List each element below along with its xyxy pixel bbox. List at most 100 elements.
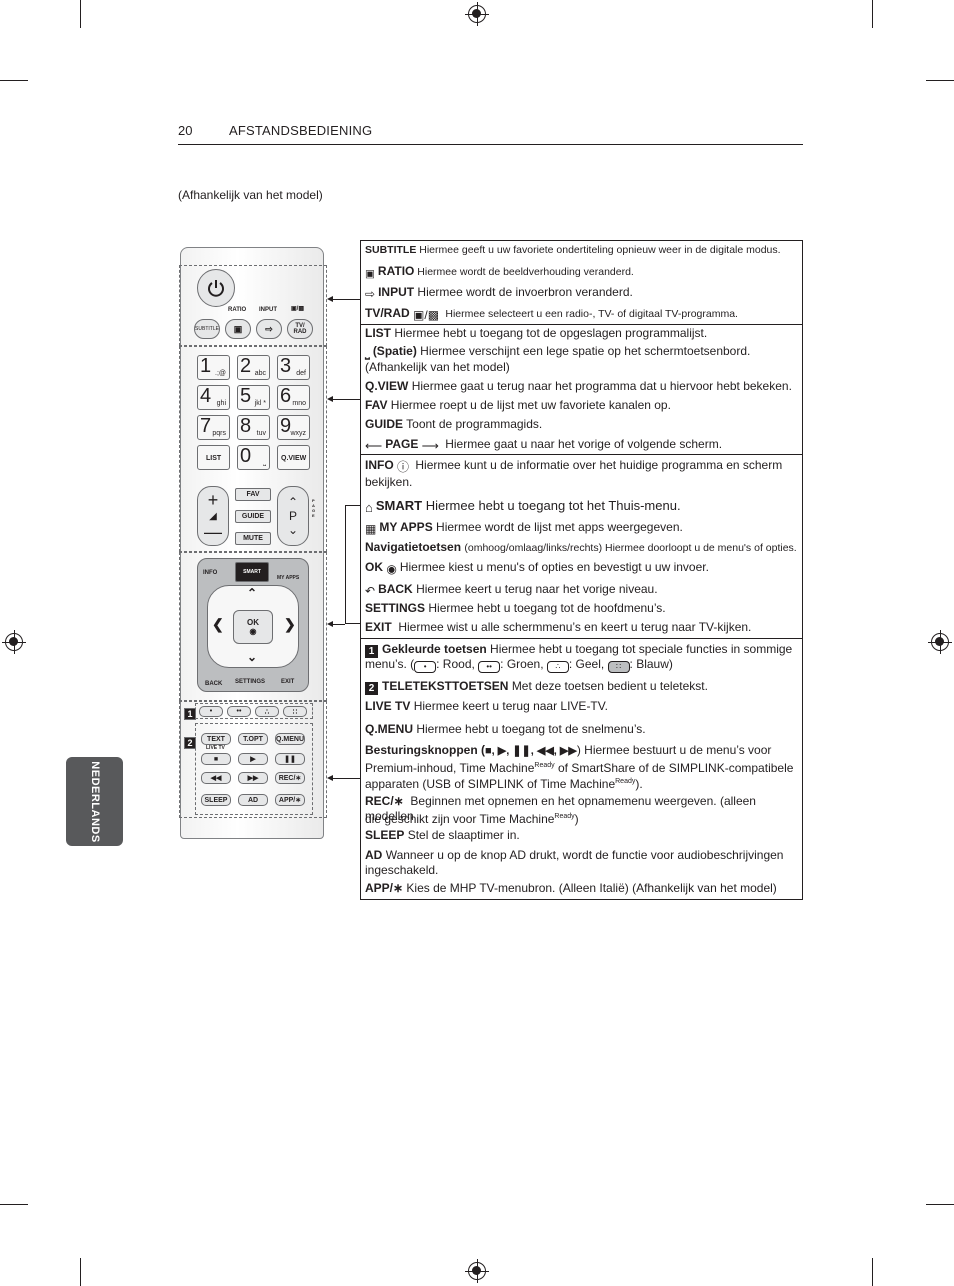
smart-label: SMART	[243, 569, 261, 575]
ratio-button[interactable]: ▣	[225, 319, 251, 339]
exit-button[interactable]: EXIT	[281, 679, 295, 685]
qmenu-button[interactable]: Q.MENU	[275, 733, 305, 745]
callout-zone-3	[179, 552, 327, 701]
table-row: ⌂SMART Hiermee hebt u toegang tot het Th…	[365, 498, 681, 515]
rewind-button[interactable]: ◀◀	[201, 772, 231, 784]
ratio-label: RATIO	[228, 307, 247, 313]
table-section-2: LIST Hiermee hebt u toegang tot de opges…	[361, 325, 802, 455]
myapps-button[interactable]: MY APPS	[277, 575, 300, 581]
page-number: 20	[178, 123, 193, 138]
table-row: ▣RATIO Hiermee wordt de beeldverhouding …	[365, 264, 634, 280]
rec-button[interactable]: REC/∗	[275, 772, 305, 784]
registration-mark-icon	[465, 2, 489, 26]
settings-button[interactable]: SETTINGS	[235, 679, 266, 685]
program-rocker[interactable]: ⌃P⌄	[277, 486, 309, 546]
volume-rocker[interactable]: +◢—	[197, 486, 229, 546]
green-key[interactable]: ••	[227, 706, 251, 717]
registration-mark-icon	[928, 630, 952, 654]
callout-zone-4	[179, 701, 327, 818]
qview-button[interactable]: Q.VIEW	[277, 445, 310, 470]
arrow-up-icon[interactable]: ⌃	[247, 586, 258, 600]
space-icon: ⎵	[365, 346, 370, 360]
badge-2: 2	[184, 737, 196, 749]
callout-arrow-icon	[327, 296, 333, 302]
crop-mark	[0, 1204, 28, 1205]
subtitle-button[interactable]: SUBTITLE	[194, 319, 220, 339]
tv-radio-icon: ▣/▩	[413, 308, 440, 322]
callout-arrow-icon	[327, 621, 333, 627]
table-row: (Afhankelijk van het model)	[365, 360, 510, 374]
forward-button[interactable]: ▶▶	[238, 772, 268, 784]
plus-icon: +	[207, 489, 219, 510]
tvrad-button[interactable]: TV/ RAD	[287, 319, 313, 339]
callout-line	[330, 624, 345, 625]
yellow-key-icon: ∴	[546, 661, 569, 673]
info-icon: ⓘ	[397, 460, 410, 474]
number-key-0[interactable]: 0⎵	[237, 445, 270, 470]
app-button[interactable]: APP/∗	[275, 794, 305, 806]
registration-mark-icon	[465, 1259, 489, 1283]
table-row: menu’s. (•: Rood, ••: Groen, ∴: Geel, ∷:…	[365, 657, 673, 673]
page-left-arrow-icon: ⟵	[365, 439, 383, 453]
table-row: APP/∗ Kies de MHP TV-menubron. (Alleen I…	[365, 881, 777, 895]
back-arrow-icon: ↶	[365, 584, 376, 598]
input-button[interactable]: ⇨	[256, 319, 282, 339]
chevron-down-icon: ⌄	[287, 523, 299, 537]
mute-button[interactable]: MUTE	[235, 532, 271, 545]
guide-button[interactable]: GUIDE	[235, 510, 271, 523]
callout-arrow-icon	[327, 775, 333, 781]
fav-button[interactable]: FAV	[235, 488, 271, 501]
sleep-button[interactable]: SLEEP	[201, 794, 231, 806]
crop-mark	[926, 80, 954, 81]
language-tab: NEDERLANDS	[66, 757, 123, 846]
smart-button[interactable]: SMART	[235, 562, 269, 582]
crop-mark	[872, 0, 873, 28]
table-row: EXIT Hiermee wist u alle schermmenu’s en…	[365, 620, 752, 634]
arrow-right-icon[interactable]: ❯	[284, 616, 296, 632]
power-button[interactable]	[197, 269, 235, 307]
list-button[interactable]: LIST	[197, 445, 230, 470]
table-row: INFO ⓘ Hiermee kunt u de informatie over…	[365, 458, 783, 489]
language-tab-label: NEDERLANDS	[88, 760, 101, 843]
table-row: ↶BACK Hiermee keert u terug naar het vor…	[365, 582, 658, 598]
stop-button[interactable]: ■	[201, 753, 231, 765]
red-key[interactable]: •	[199, 706, 223, 717]
arrow-left-icon[interactable]: ❮	[212, 616, 224, 632]
ad-button[interactable]: AD	[238, 794, 268, 806]
apps-grid-icon: ▦	[365, 522, 377, 536]
number-key-1[interactable]: 1.;@	[197, 355, 230, 380]
arrow-down-icon[interactable]: ⌄	[247, 650, 258, 664]
back-button[interactable]: BACK	[205, 681, 223, 687]
table-row: Besturingsknoppen (■, ▶, ❚❚, ◀◀, ▶▶) Hie…	[365, 743, 772, 757]
table-row: LIST Hiermee hebt u toegang tot de opges…	[365, 326, 708, 340]
callout-bracket	[345, 505, 360, 624]
table-row: AD Wanneer u op de knop AD drukt, wordt …	[365, 848, 784, 862]
blue-key[interactable]: ∷	[283, 706, 307, 717]
table-row: ingeschakeld.	[365, 863, 439, 877]
table-row: Navigatietoetsen (omhoog/omlaag/links/re…	[365, 540, 797, 554]
yellow-key[interactable]: ∴	[255, 706, 279, 717]
page-right-arrow-icon: ⟶	[421, 439, 439, 453]
table-row: ▦MY APPS Hiermee wordt de lijst met apps…	[365, 520, 683, 536]
table-row: TV/RAD ▣/▩ Hiermee selecteert u een radi…	[365, 306, 738, 322]
topt-button[interactable]: T.OPT	[238, 733, 268, 745]
text-button[interactable]: TEXT	[201, 733, 231, 745]
table-row: Premium-inhoud, Time MachineReady of Sma…	[365, 761, 794, 775]
info-button[interactable]: INFO	[203, 570, 218, 576]
registration-mark-icon	[2, 630, 26, 654]
button-description-table: SUBTITLE Hiermee geeft u uw favoriete on…	[360, 240, 803, 900]
play-button[interactable]: ▶	[238, 753, 268, 765]
pause-button[interactable]: ❚❚	[275, 753, 305, 765]
ok-button[interactable]: OK◉	[233, 610, 273, 644]
